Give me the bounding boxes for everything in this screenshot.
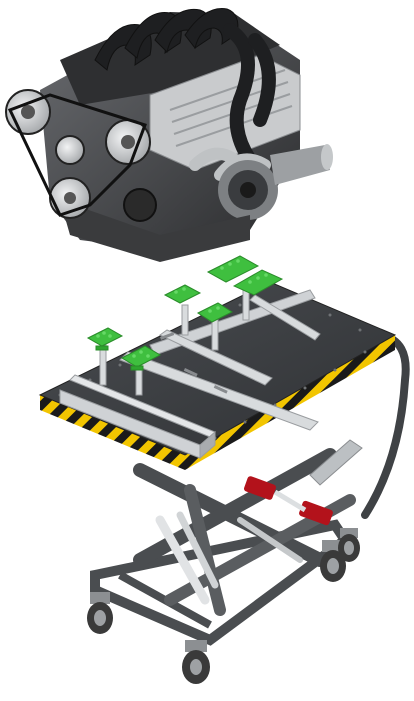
fixture-posts xyxy=(99,289,250,396)
green-fixtures xyxy=(86,255,284,371)
fixture-rails xyxy=(59,289,321,460)
engine-block xyxy=(5,8,333,262)
caster-wheels xyxy=(87,528,360,684)
scissor-lift-table xyxy=(38,255,410,684)
engine-pulleys xyxy=(5,89,157,222)
hydraulic-cylinders xyxy=(244,476,333,526)
base-frame xyxy=(90,519,352,646)
